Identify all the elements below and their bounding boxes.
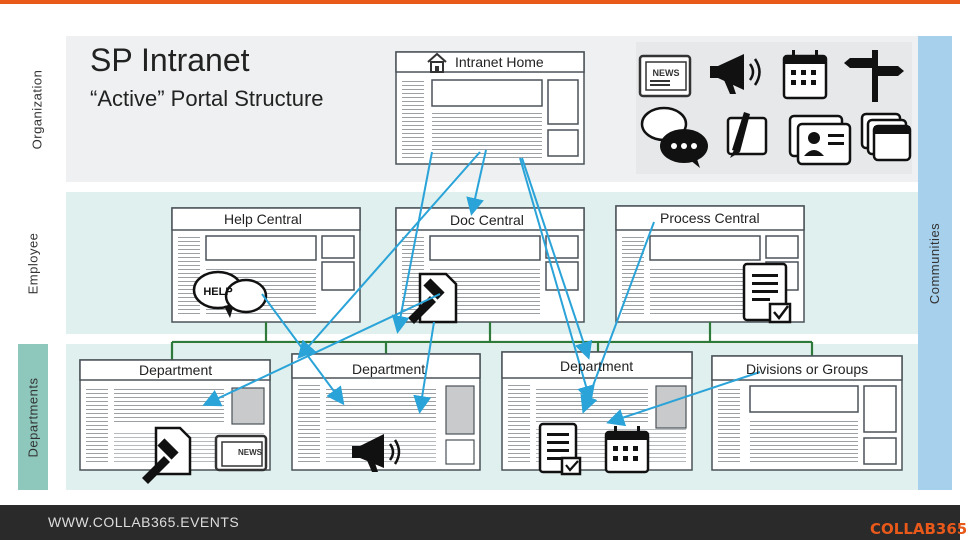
collab365-logo: COLLAB365 bbox=[870, 520, 967, 538]
help-bubbles-icon: HELP bbox=[192, 270, 268, 318]
svg-text:NEWS: NEWS bbox=[238, 448, 263, 457]
site-label-department-2: Department bbox=[352, 361, 426, 377]
chat-bubbles-icon bbox=[640, 106, 708, 168]
site-label-department-3: Department bbox=[560, 358, 634, 374]
document-gavel-icon bbox=[142, 426, 192, 484]
site-label-help-central: Help Central bbox=[224, 211, 302, 227]
site-label-department-1: Department bbox=[139, 362, 213, 378]
contact-card-icon bbox=[788, 114, 852, 166]
windows-icon bbox=[860, 112, 912, 162]
home-icon bbox=[427, 52, 447, 73]
checklist-icon bbox=[538, 422, 582, 476]
top-accent-bar bbox=[0, 0, 960, 4]
footer-bar bbox=[0, 505, 960, 540]
site-label-doc-central: Doc Central bbox=[450, 212, 524, 228]
site-label-process-central: Process Central bbox=[660, 210, 760, 226]
newspaper-icon: NEWS bbox=[214, 434, 268, 472]
checklist-icon bbox=[742, 262, 792, 324]
megaphone-icon bbox=[352, 434, 401, 472]
site-intranet-home bbox=[395, 51, 585, 165]
svg-text:HELP: HELP bbox=[203, 286, 232, 298]
organization-row-label: Organization bbox=[22, 36, 52, 182]
link-arrows bbox=[202, 149, 761, 427]
slide-subtitle: “Active” Portal Structure bbox=[90, 86, 324, 111]
signpost-icon bbox=[844, 50, 904, 102]
communities-row-label: Communities bbox=[918, 36, 952, 490]
footer-url: WWW.COLLAB365.EVENTS bbox=[48, 514, 240, 530]
site-label-intranet-home: Intranet Home bbox=[455, 54, 544, 70]
calendar-icon bbox=[782, 50, 828, 100]
calendar-icon bbox=[604, 426, 650, 474]
site-department-2 bbox=[291, 353, 481, 471]
site-label-divisions-groups: Divisions or Groups bbox=[746, 361, 869, 377]
svg-text:NEWS: NEWS bbox=[653, 68, 680, 78]
megaphone-icon bbox=[710, 54, 761, 94]
slide-title: SP Intranet bbox=[90, 42, 250, 78]
document-pen-icon bbox=[726, 112, 768, 158]
connector-tree bbox=[170, 322, 814, 360]
site-divisions-groups bbox=[711, 355, 903, 471]
departments-row-label: Departments bbox=[18, 344, 48, 490]
employee-row-label: Employee bbox=[18, 192, 48, 334]
newspaper-icon: NEWS bbox=[638, 54, 692, 98]
site-process-central bbox=[615, 205, 805, 323]
